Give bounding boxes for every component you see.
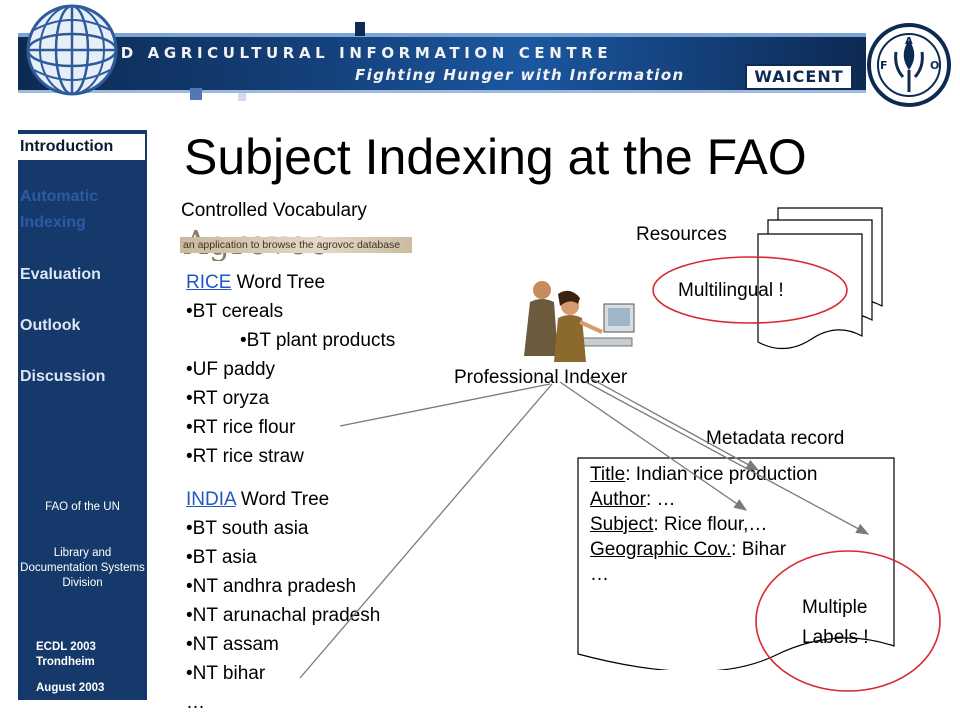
metadata-fields: Title: Indian rice production Author: … …	[590, 462, 817, 587]
rice-link[interactable]: RICE	[186, 272, 232, 293]
multilingual-note: Multilingual !	[678, 280, 784, 301]
banner-decor-square	[190, 88, 202, 100]
metadata-geo-row: Geographic Cov.: Bihar	[590, 537, 817, 562]
list-item: •BT south asia	[186, 518, 309, 539]
banner-strip	[18, 33, 866, 93]
metadata-title-row: Title: Indian rice production	[590, 462, 817, 487]
sidebar: Introduction Automatic Indexing Evaluati…	[18, 130, 147, 700]
professional-indexer-label: Professional Indexer	[454, 367, 628, 388]
svg-text:F: F	[880, 59, 888, 72]
banner-subtitle: Fighting Hunger with Information	[355, 66, 685, 84]
list-item: •UF paddy	[186, 359, 276, 380]
list-item: …	[186, 692, 205, 713]
svg-text:O: O	[930, 59, 939, 72]
agrovoc-tagline: an application to browse the agrovoc dat…	[180, 237, 412, 253]
multiple-labels-line: Multiple	[802, 597, 868, 618]
list-item: •RT rice straw	[186, 446, 304, 467]
metadata-more-row: …	[590, 564, 609, 585]
waicent-logo: WAICENT	[745, 64, 853, 90]
sidebar-item-outlook[interactable]: Outlook	[20, 317, 81, 334]
india-link[interactable]: INDIA	[186, 489, 236, 510]
metadata-key: Author	[590, 489, 646, 510]
sidebar-city: Trondheim	[36, 656, 95, 668]
metadata-subject-row: Subject: Rice flour,…	[590, 512, 817, 537]
rice-tree-suffix: Word Tree	[231, 272, 326, 293]
rice-word-tree: RICE Word Tree •BT cereals •BT plant pro…	[186, 268, 395, 471]
sidebar-division: Library and Documentation Systems Divisi…	[20, 547, 145, 589]
metadata-value: : Indian rice production	[625, 464, 818, 485]
india-word-tree: INDIA Word Tree •BT south asia •BT asia …	[186, 485, 380, 717]
india-tree-heading: INDIA Word Tree	[186, 485, 380, 514]
metadata-key: Geographic Cov.	[590, 539, 732, 560]
metadata-key: Subject	[590, 514, 654, 535]
sidebar-item-automatic-indexing[interactable]: Automatic Indexing	[20, 188, 99, 231]
sidebar-item-discussion[interactable]: Discussion	[20, 368, 106, 385]
list-item: •NT assam	[186, 634, 279, 655]
globe-logo-icon	[26, 4, 118, 96]
banner-decor-square	[355, 22, 365, 36]
list-item: •BT asia	[186, 547, 257, 568]
sidebar-org: FAO of the UN	[45, 501, 120, 513]
agrovoc-logo[interactable]: Agrovoc an application to browse the agr…	[180, 227, 412, 261]
sidebar-item-introduction[interactable]: Introduction	[18, 134, 145, 160]
banner-title: WORLD AGRICULTURAL INFORMATION CENTRE	[52, 44, 613, 62]
list-item: •NT andhra pradesh	[186, 576, 357, 597]
indexer-illustration-icon	[512, 276, 640, 366]
sidebar-conference: ECDL 2003	[36, 641, 96, 653]
metadata-key: Title	[590, 464, 626, 485]
sidebar-date: August 2003	[36, 682, 105, 694]
list-item: •RT oryza	[186, 388, 270, 409]
india-tree-suffix: Word Tree	[235, 489, 330, 510]
metadata-value: : Rice flour,…	[653, 514, 768, 535]
multiple-labels-line: Labels !	[802, 627, 869, 648]
banner: WORLD AGRICULTURAL INFORMATION CENTRE Fi…	[0, 0, 960, 108]
controlled-vocabulary-label: Controlled Vocabulary	[181, 200, 367, 221]
sidebar-item-evaluation[interactable]: Evaluation	[20, 266, 101, 283]
fao-logo-icon: F O A	[867, 23, 951, 107]
metadata-author-row: Author: …	[590, 487, 817, 512]
rice-tree-heading: RICE Word Tree	[186, 268, 395, 297]
banner-decor-square	[238, 93, 246, 101]
page-title: Subject Indexing at the FAO	[184, 129, 807, 185]
resources-label: Resources	[636, 224, 727, 245]
svg-text:A: A	[905, 36, 913, 47]
list-item: •BT plant products	[240, 330, 396, 351]
list-item: •NT arunachal pradesh	[186, 605, 381, 626]
metadata-value: : …	[645, 489, 676, 510]
list-item: •NT bihar	[186, 663, 266, 684]
metadata-record-label: Metadata record	[706, 428, 845, 449]
multiple-labels-note: Multiple Labels !	[802, 593, 869, 653]
list-item: •BT cereals	[186, 301, 284, 322]
list-item: •RT rice flour	[186, 417, 296, 438]
metadata-value: : Bihar	[731, 539, 787, 560]
